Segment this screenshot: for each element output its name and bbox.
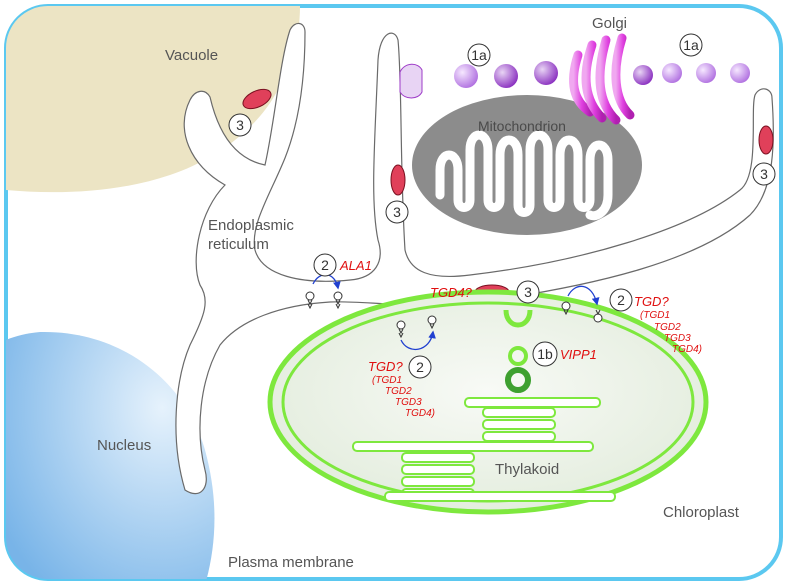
svg-text:TGD2: TGD2 <box>385 386 412 397</box>
svg-text:2: 2 <box>321 257 329 273</box>
nucleus-shape <box>6 331 215 579</box>
golgi-stack <box>569 33 635 125</box>
svg-text:2: 2 <box>617 292 625 308</box>
svg-text:TGD3: TGD3 <box>395 397 422 408</box>
tgd-list-right: TGD? (TGD1 TGD2 TGD3 TGD4) <box>634 294 702 355</box>
svg-text:3: 3 <box>760 166 768 182</box>
marker-3-mito: 3 <box>385 200 409 224</box>
vesicle <box>662 63 682 83</box>
mitochondrion-label: Mitochondrion <box>478 118 566 134</box>
er-label-line1: Endoplasmic <box>208 217 294 234</box>
marker-1b: 1b <box>532 341 558 367</box>
svg-text:TGD4): TGD4) <box>672 344 702 355</box>
svg-text:TGD?: TGD? <box>634 294 669 309</box>
vesicle <box>633 65 653 85</box>
marker-3-chloroplast: 3 <box>516 280 540 304</box>
vipp1-vesicle <box>508 346 528 366</box>
chloroplast <box>267 289 709 515</box>
svg-text:2: 2 <box>416 359 424 375</box>
tgd4-question-label: TGD4? <box>430 285 473 300</box>
marker-3-pm: 3 <box>752 162 776 186</box>
er-branch <box>399 63 423 99</box>
svg-text:3: 3 <box>524 284 532 300</box>
contact-site-mito <box>390 164 406 196</box>
svg-text:TGD2: TGD2 <box>654 322 681 333</box>
vesicle <box>534 61 558 85</box>
marker-2-tgd-left: 2 <box>408 355 432 379</box>
svg-text:(TGD1: (TGD1 <box>372 375 402 386</box>
vacuole-label: Vacuole <box>165 47 218 64</box>
ala1-label: ALA1 <box>339 258 372 273</box>
thylakoid-label: Thylakoid <box>495 461 559 478</box>
contact-site-pm <box>758 125 774 155</box>
vipp1-vesicle <box>505 367 531 393</box>
nucleus-label: Nucleus <box>97 437 151 454</box>
tgd-transport-left <box>396 315 437 350</box>
ala1-transport <box>305 274 343 310</box>
vesicles <box>454 61 750 88</box>
svg-text:3: 3 <box>393 204 401 220</box>
vesicle <box>494 64 518 88</box>
plasma-membrane-label: Plasma membrane <box>228 554 354 571</box>
svg-text:3: 3 <box>236 117 244 133</box>
svg-text:1a: 1a <box>683 37 699 53</box>
svg-text:TGD3: TGD3 <box>664 333 691 344</box>
marker-2-ala1: 2 <box>313 253 337 277</box>
vipp1-label: VIPP1 <box>560 347 597 362</box>
chloroplast-label: Chloroplast <box>663 504 740 521</box>
tgd-transport-right <box>561 285 603 323</box>
marker-3-vacuole: 3 <box>228 113 252 137</box>
marker-1a-right: 1a <box>679 33 703 57</box>
vesicle <box>730 63 750 83</box>
tgd-list-left: TGD? (TGD1 TGD2 TGD3 TGD4) <box>368 359 435 419</box>
golgi-label: Golgi <box>592 15 627 32</box>
marker-2-tgd-right: 2 <box>609 288 633 312</box>
svg-text:1a: 1a <box>471 47 487 63</box>
svg-text:1b: 1b <box>537 346 553 362</box>
vesicle <box>454 64 478 88</box>
mitochondrion <box>412 95 642 235</box>
marker-1a-left: 1a <box>467 43 491 67</box>
er-label-line2: reticulum <box>208 236 269 253</box>
svg-text:TGD4): TGD4) <box>405 408 435 419</box>
vesicle <box>696 63 716 83</box>
contact-site-vacuole <box>242 88 272 110</box>
svg-text:TGD?: TGD? <box>368 359 403 374</box>
svg-text:(TGD1: (TGD1 <box>640 310 670 321</box>
